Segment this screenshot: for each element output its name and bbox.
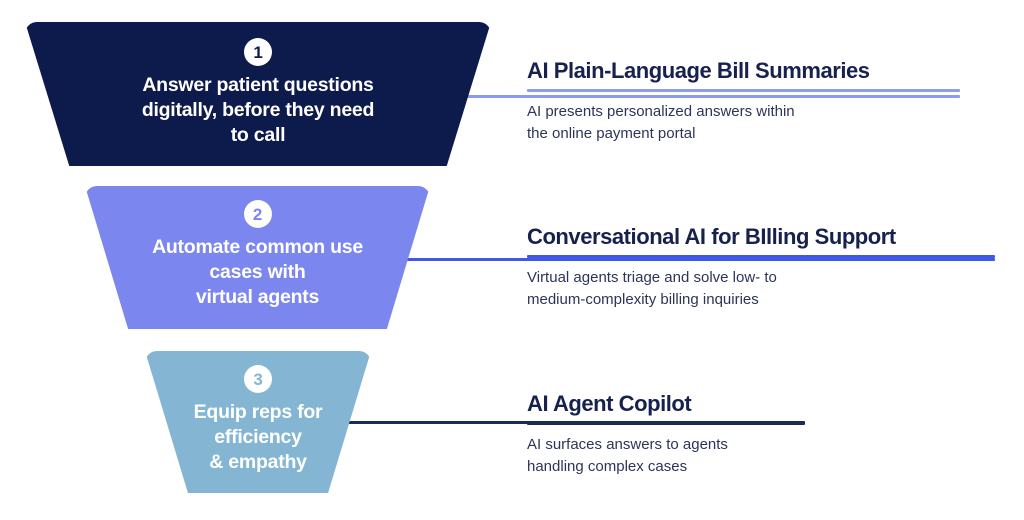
funnel-stage-3-shape[interactable]: 3 Equip reps for efficiency & empathy xyxy=(145,351,371,493)
stage-2-description: Virtual agents triage and solve low- to … xyxy=(527,269,777,308)
connector-line-stage-1 xyxy=(440,95,960,98)
stage-3-shape-label: Equip reps for efficiency & empathy xyxy=(193,401,323,473)
stage-3-text-block: AI Agent Copilot AI surfaces answers to … xyxy=(527,391,817,477)
funnel-stage-2-content: 2 Automate common use cases with virtual… xyxy=(85,200,430,310)
stage-3-number-badge: 3 xyxy=(244,365,272,393)
stage-3-heading: AI Agent Copilot xyxy=(527,391,692,416)
stage-2-number-badge: 2 xyxy=(243,200,272,228)
connector-line-stage-2 xyxy=(385,258,995,261)
stage-3-underline-rule xyxy=(527,422,805,426)
stage-1-shape-label: Answer patient questions digitally, befo… xyxy=(141,74,375,146)
stage-1-description: AI presents personalized answers within … xyxy=(527,103,795,142)
stage-1-heading: AI Plain-Language Bill Summaries xyxy=(527,58,870,83)
stage-2-text-block: Conversational AI for BIlling Support Vi… xyxy=(527,224,997,310)
stage-1-text-block: AI Plain-Language Bill Summaries AI pres… xyxy=(527,58,972,144)
stage-1-number-badge: 1 xyxy=(244,38,272,66)
funnel-stage-1-shape[interactable]: 1 Answer patient questions digitally, be… xyxy=(25,22,491,166)
stage-3-description: AI surfaces answers to agents handling c… xyxy=(527,436,728,475)
stage-2-underline-rule xyxy=(527,255,995,259)
funnel-stage-3-content: 3 Equip reps for efficiency & empathy xyxy=(145,365,371,475)
stage-2-heading: Conversational AI for BIlling Support xyxy=(527,224,896,249)
stage-1-underline-rule xyxy=(527,89,960,93)
funnel-stage-1-content: 1 Answer patient questions digitally, be… xyxy=(25,38,491,148)
stage-2-shape-label: Automate common use cases with virtual a… xyxy=(152,236,363,308)
funnel-stage-2-shape[interactable]: 2 Automate common use cases with virtual… xyxy=(85,186,430,329)
